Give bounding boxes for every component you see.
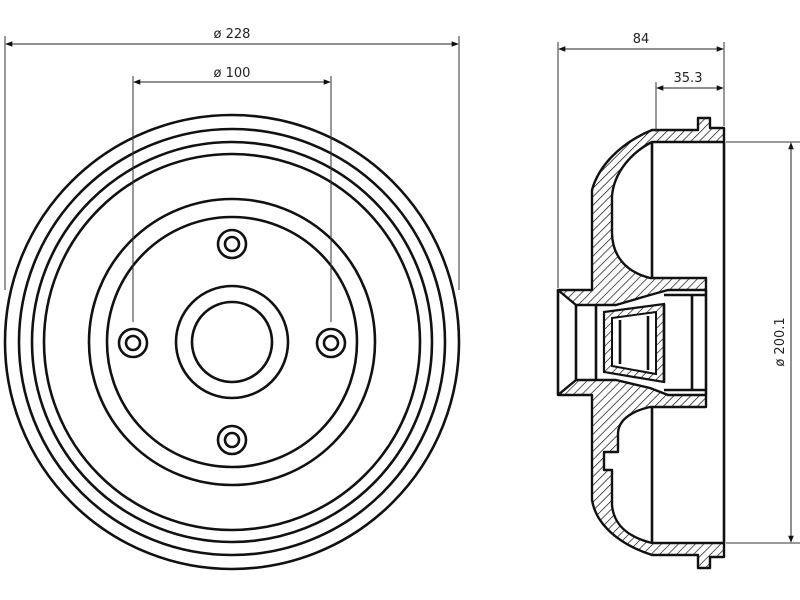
drum-rim-ring-3 — [30, 140, 434, 544]
dimension-total-width: 84 — [557, 32, 725, 288]
dimension-inner-diameter: ø 200.1 — [726, 141, 800, 544]
side-section-view: 84 35.3 ø 200.1 — [556, 32, 800, 570]
dimension-label-total-width: 84 — [633, 32, 650, 47]
front-view: ø 228 ø 100 — [3, 27, 461, 571]
dimension-label-inner-diameter: ø 200.1 — [773, 317, 788, 366]
drum-rim-ring-4 — [42, 152, 422, 532]
drum-outer-rim — [3, 113, 461, 571]
bolt-hole-right — [315, 327, 347, 359]
dimension-label-bolt-circle: ø 100 — [214, 66, 251, 81]
hub-inner-core-face — [611, 310, 657, 376]
section-upper-wall — [556, 116, 726, 307]
center-bore-inner — [190, 300, 274, 384]
dimension-offset: 35.3 — [655, 71, 724, 132]
hub-face-ring — [105, 215, 359, 469]
dimension-bolt-circle: ø 100 — [132, 66, 332, 322]
bolt-hole-top — [216, 228, 248, 260]
center-bore-outer — [174, 284, 290, 400]
drum-rim-ring-2 — [17, 127, 447, 557]
bolt-hole-bottom — [216, 424, 248, 456]
section-lower-wall — [556, 378, 726, 570]
dimension-label-offset: 35.3 — [674, 71, 703, 86]
bolt-hole-left — [117, 327, 149, 359]
drum-face-ring — [87, 197, 377, 487]
dimension-outer-diameter: ø 228 — [4, 27, 460, 290]
dimension-label-outer-diameter: ø 228 — [214, 27, 251, 42]
